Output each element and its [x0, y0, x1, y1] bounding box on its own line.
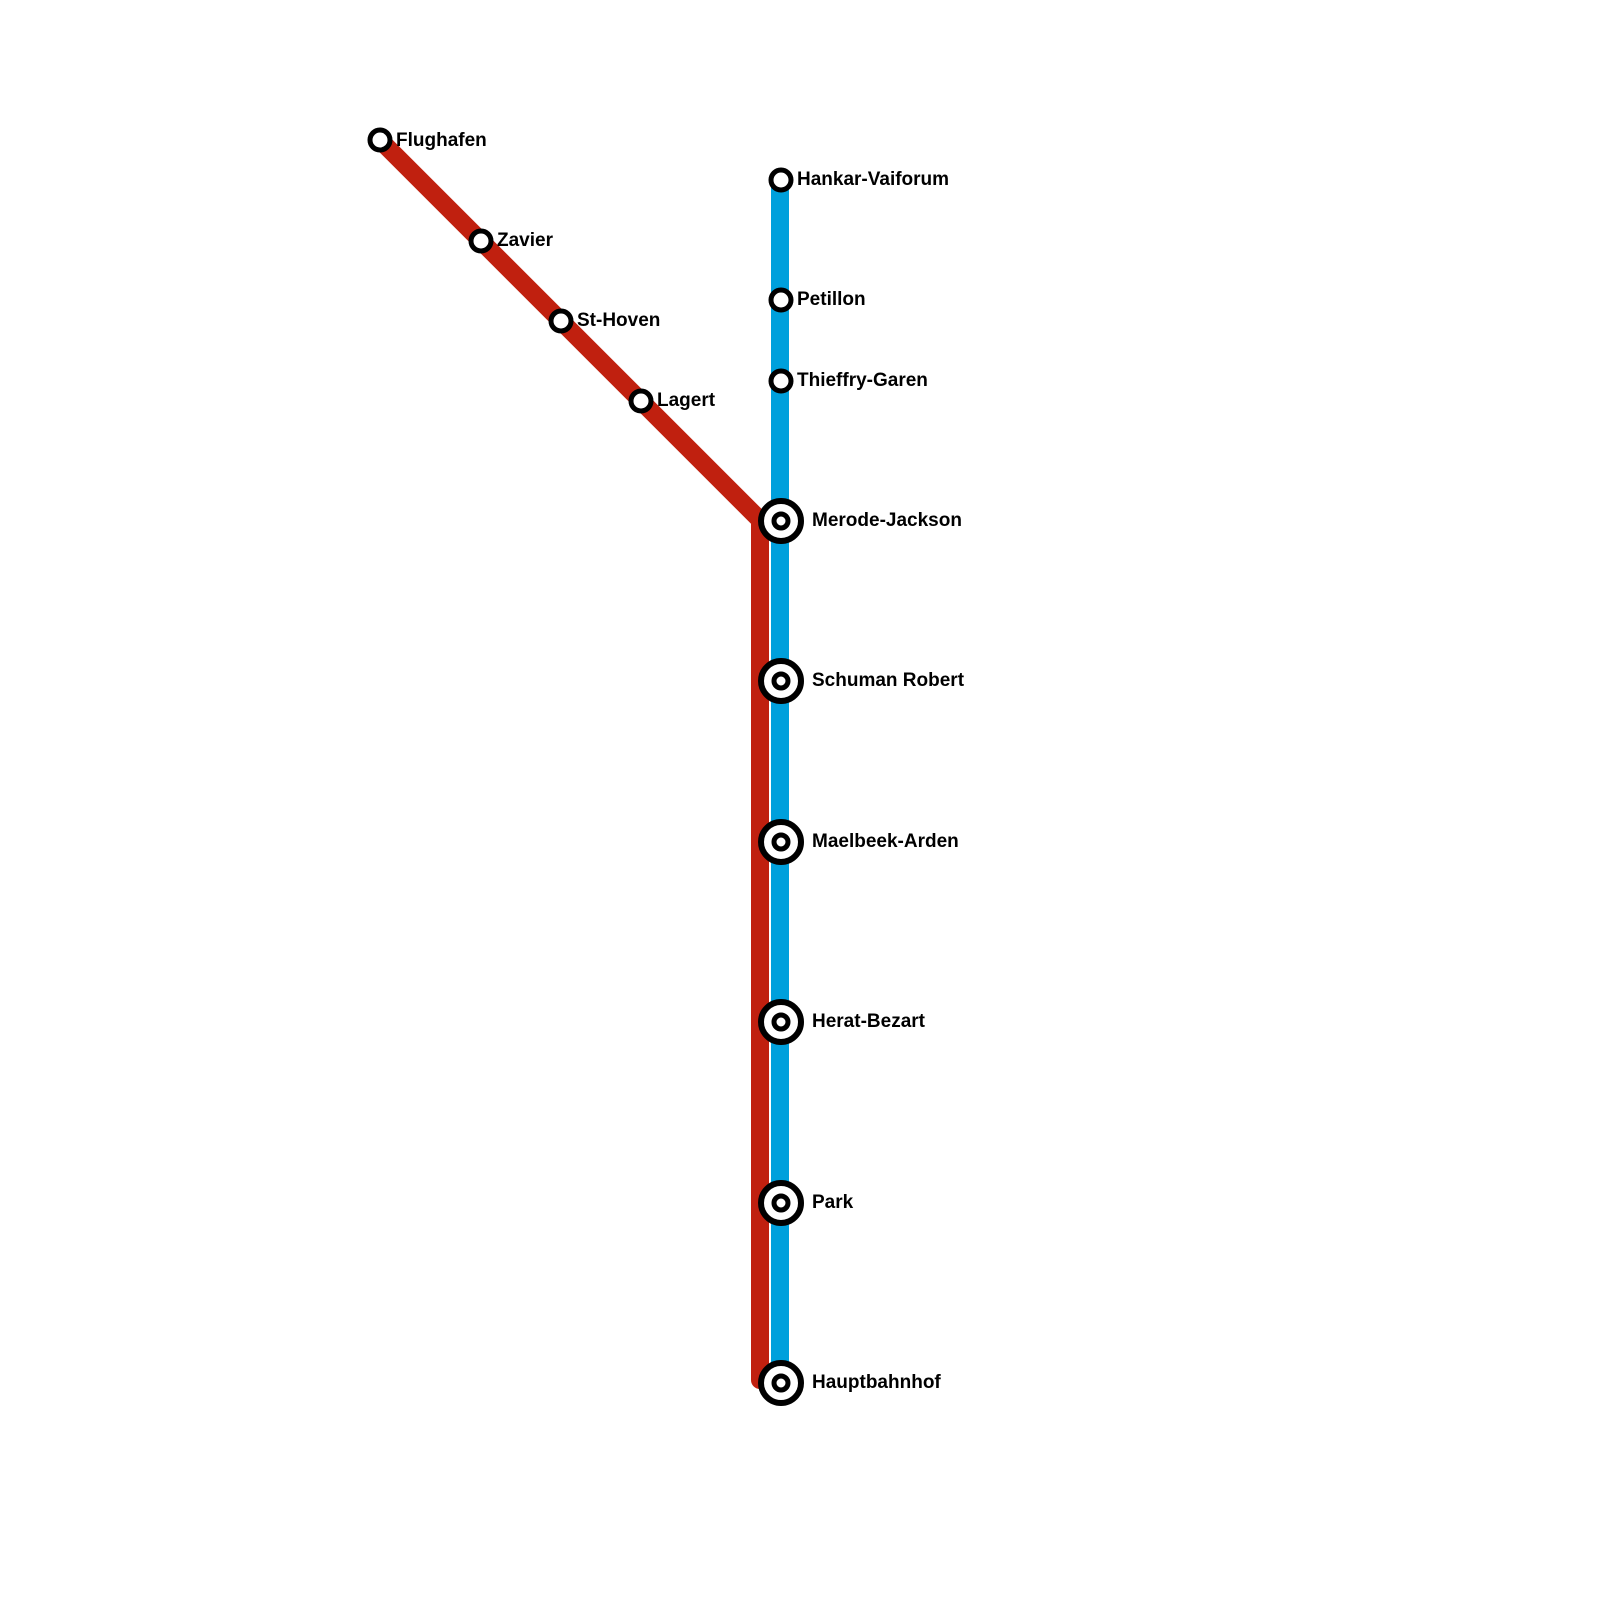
station-park[interactable]: Park: [758, 1180, 854, 1226]
station-label-maelbeek-arden: Maelbeek-Arden: [812, 831, 959, 852]
station-marker: [367, 127, 393, 153]
interchange-inner-ring: [771, 511, 791, 531]
station-marker: [768, 368, 794, 394]
station-label-lagert: Lagert: [657, 390, 716, 411]
station-label-merode-jackson: Merode-Jackson: [812, 510, 962, 531]
station-marker: [548, 308, 574, 334]
station-flughafen[interactable]: Flughafen: [367, 127, 487, 153]
station-hauptbahnhof[interactable]: Hauptbahnhof: [758, 1360, 941, 1406]
interchange-inner-ring: [771, 1012, 791, 1032]
station-marker: [768, 287, 794, 313]
interchange-inner-ring: [771, 1193, 791, 1213]
station-thieffry-garen[interactable]: Thieffry-Garen: [768, 368, 928, 394]
station-label-thieffry-garen: Thieffry-Garen: [797, 370, 928, 391]
station-hankar-vaiforum[interactable]: Hankar-Vaiforum: [768, 167, 949, 193]
station-herat-bezart[interactable]: Herat-Bezart: [758, 999, 926, 1045]
station-label-hankar-vaiforum: Hankar-Vaiforum: [797, 169, 949, 190]
station-zavier[interactable]: Zavier: [468, 228, 554, 254]
interchange-inner-ring: [771, 671, 791, 691]
station-label-hauptbahnhof: Hauptbahnhof: [812, 1372, 941, 1393]
station-st-hoven[interactable]: St-Hoven: [548, 308, 660, 334]
station-petillon[interactable]: Petillon: [768, 287, 866, 313]
interchange-inner-ring: [771, 1373, 791, 1393]
station-marker: [628, 388, 654, 414]
station-label-schuman-robert: Schuman Robert: [812, 670, 965, 691]
interchange-inner-ring: [771, 832, 791, 852]
station-merode-jackson[interactable]: Merode-Jackson: [758, 498, 962, 544]
station-label-st-hoven: St-Hoven: [577, 310, 660, 331]
station-maelbeek-arden[interactable]: Maelbeek-Arden: [758, 819, 959, 865]
station-label-petillon: Petillon: [797, 289, 866, 310]
station-label-herat-bezart: Herat-Bezart: [812, 1011, 926, 1032]
station-lagert[interactable]: Lagert: [628, 388, 716, 414]
station-label-flughafen: Flughafen: [396, 130, 487, 151]
station-schuman-robert[interactable]: Schuman Robert: [758, 658, 965, 704]
station-marker: [768, 167, 794, 193]
station-marker: [468, 228, 494, 254]
station-label-zavier: Zavier: [497, 230, 554, 251]
station-label-park: Park: [812, 1192, 854, 1213]
